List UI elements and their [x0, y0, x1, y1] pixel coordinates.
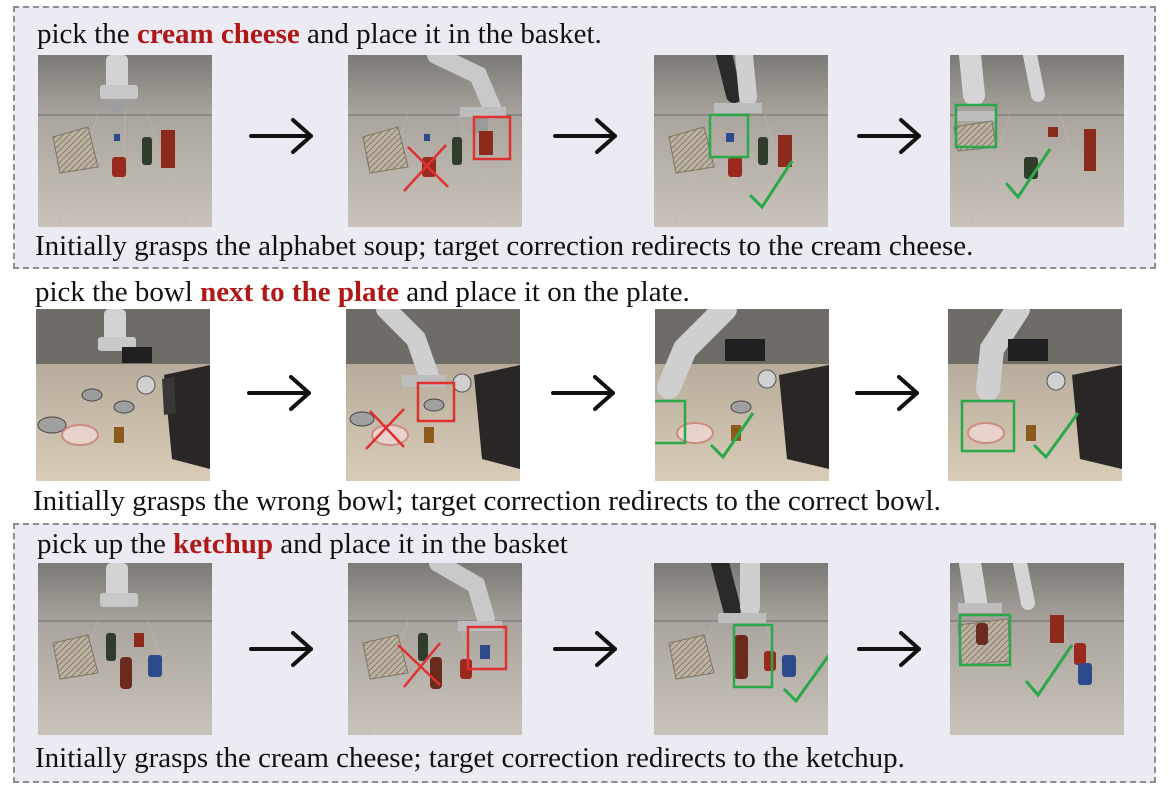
sim-frame-step-2	[348, 55, 522, 227]
example-caption: Initially grasps the cream cheese; targe…	[35, 742, 905, 774]
sim-frame-step-3	[655, 309, 829, 481]
check-mark-icon	[748, 160, 794, 210]
cross-mark-icon	[365, 408, 405, 450]
cross-mark-icon	[397, 642, 441, 688]
correct-target-box	[960, 399, 1016, 453]
check-mark-icon	[1004, 148, 1052, 200]
check-mark-icon	[1032, 412, 1080, 460]
arrow-right-icon	[553, 118, 617, 154]
correct-target-box	[655, 399, 687, 445]
sim-frame-step-1	[38, 563, 212, 735]
example-caption: Initially grasps the wrong bowl; target …	[33, 485, 941, 517]
instruction-target-highlight: ketchup	[173, 528, 274, 560]
instruction-text: and place it in the basket	[273, 528, 568, 560]
example-row-cream-cheese: pick the cream cheese and place it in th…	[13, 6, 1156, 269]
sim-frame-step-3	[654, 55, 828, 227]
sim-frame-step-4	[948, 309, 1122, 481]
correct-target-box	[954, 103, 998, 149]
instruction-text: and place it on the plate.	[399, 276, 690, 308]
sim-frame-step-4	[950, 55, 1124, 227]
check-mark-icon	[1024, 644, 1074, 698]
instruction-text: pick the	[37, 18, 137, 50]
arrow-right-icon	[857, 631, 921, 667]
correct-target-box	[708, 113, 750, 159]
sim-frame-step-3	[654, 563, 828, 735]
wrong-target-box	[472, 115, 512, 161]
instruction-title: pick the bowl next to the plate and plac…	[35, 275, 690, 309]
instruction-title: pick up the ketchup and place it in the …	[37, 527, 568, 561]
check-mark-icon	[782, 653, 828, 704]
sim-frame-step-2	[346, 309, 520, 481]
wrong-target-box	[416, 381, 456, 423]
arrow-right-icon	[551, 375, 615, 411]
example-caption: Initially grasps the alphabet soup; targ…	[35, 230, 974, 262]
example-row-bowl: pick the bowl next to the plate and plac…	[0, 271, 1169, 521]
cross-mark-icon	[403, 144, 449, 192]
instruction-target-highlight: next to the plate	[200, 276, 400, 308]
instruction-text: pick the bowl	[35, 276, 201, 308]
sim-frame-step-2	[348, 563, 522, 735]
arrow-right-icon	[249, 631, 313, 667]
instruction-text: and place it in the basket.	[299, 18, 602, 50]
arrow-right-icon	[857, 118, 921, 154]
instruction-target-highlight: cream cheese	[136, 18, 300, 50]
instruction-text: pick up the	[37, 528, 174, 560]
arrow-right-icon	[553, 631, 617, 667]
arrow-right-icon	[249, 118, 313, 154]
instruction-title: pick the cream cheese and place it in th…	[37, 17, 602, 51]
sim-frame-step-1	[38, 55, 212, 227]
correct-target-box	[732, 623, 774, 689]
arrow-right-icon	[247, 375, 311, 411]
check-mark-icon	[709, 412, 755, 460]
wrong-target-box	[466, 625, 508, 671]
sim-frame-step-1	[36, 309, 210, 481]
correct-target-box	[958, 613, 1012, 667]
arrow-right-icon	[855, 375, 919, 411]
sim-frame-step-4	[950, 563, 1124, 735]
example-row-ketchup: pick up the ketchup and place it in the …	[13, 523, 1156, 783]
